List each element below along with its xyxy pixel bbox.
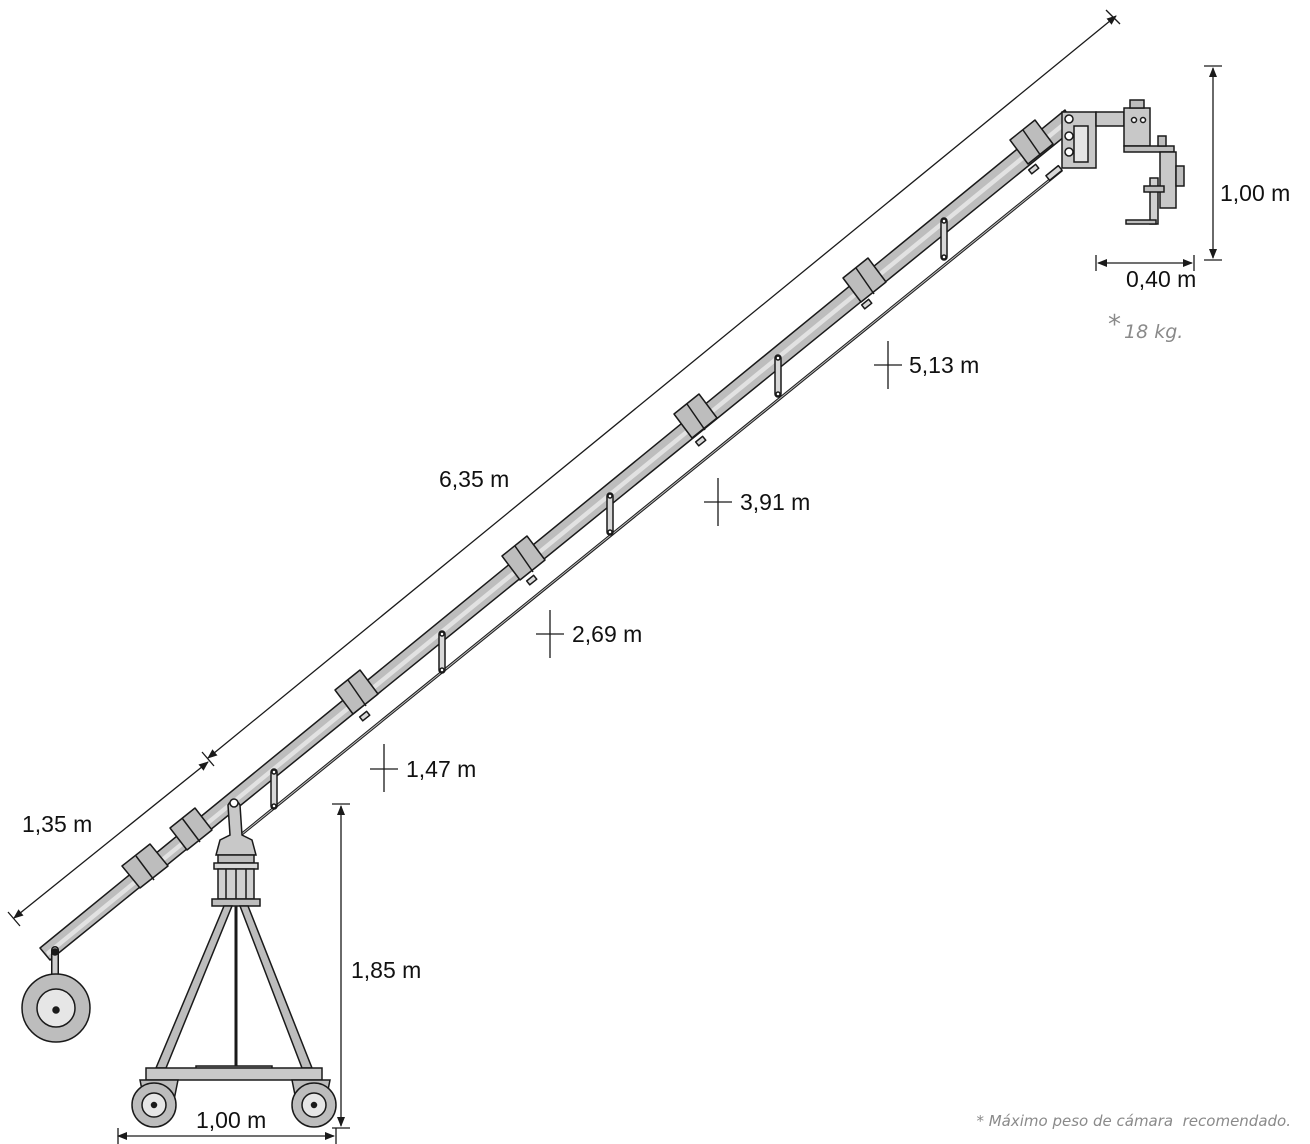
label-base-width: 1,00 m <box>196 1107 266 1133</box>
tripod-base <box>131 798 337 1128</box>
capacity-value: 18 kg. <box>1124 321 1183 343</box>
section-marker-1 <box>370 744 398 792</box>
label-section-1: 1,47 m <box>406 756 476 782</box>
label-section-3: 3,91 m <box>740 489 810 515</box>
camera-head <box>1061 99 1185 225</box>
capacity-star: * <box>1108 310 1121 340</box>
label-head-offset: 0,40 m <box>1126 266 1196 292</box>
dim-rear-length-line <box>13 761 209 919</box>
footnote-text: * Máximo peso de cámara recomendado. <box>976 1112 1291 1130</box>
label-pivot-height: 1,85 m <box>351 957 421 983</box>
label-head-height: 1,00 m <box>1220 180 1290 206</box>
section-marker-4 <box>874 341 902 389</box>
latches <box>358 163 1063 722</box>
label-section-2: 2,69 m <box>572 621 642 647</box>
section-markers <box>370 341 902 792</box>
section-marker-2 <box>536 610 564 658</box>
section-marker-3 <box>704 478 732 526</box>
crane-arm <box>39 109 1076 961</box>
counterweight-wheel <box>21 946 91 1043</box>
label-rear-length: 1,35 m <box>22 811 92 837</box>
label-arm-length: 6,35 m <box>439 466 509 492</box>
dim-arm-length-line <box>207 15 1117 759</box>
dimension-lines <box>7 9 1222 1144</box>
label-section-4: 5,13 m <box>909 352 979 378</box>
